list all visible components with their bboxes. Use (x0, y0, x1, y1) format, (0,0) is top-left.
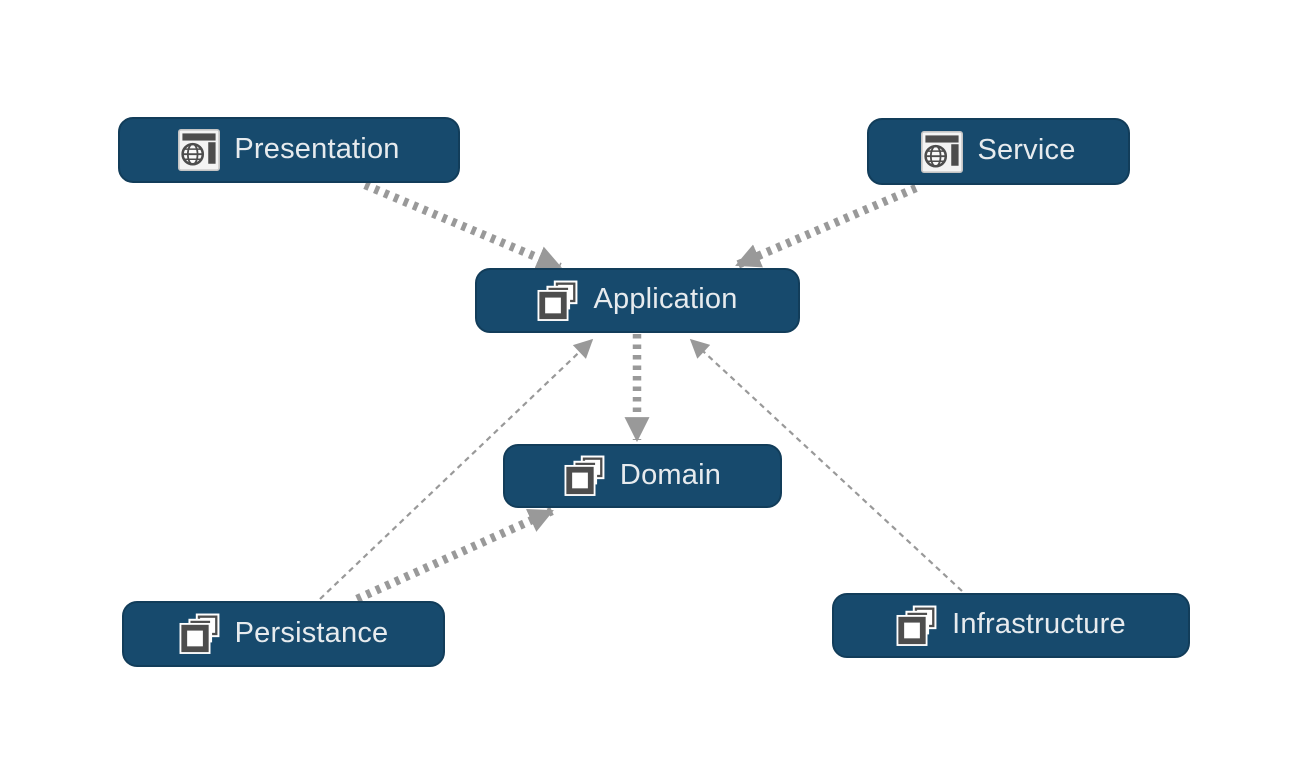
node-label-persistance: Persistance (234, 616, 389, 649)
node-label-service: Service (977, 134, 1076, 166)
node-application[interactable]: Application (475, 268, 800, 333)
layers-icon (537, 280, 579, 322)
edge-infrastructure-to-application[interactable] (689, 338, 963, 592)
layers-icon (896, 605, 938, 647)
edge-persistance-to-application[interactable] (319, 338, 594, 600)
edge-service-to-application[interactable] (735, 184, 918, 269)
web-application-icon (921, 130, 964, 173)
node-label-infrastructure: Infrastructure (952, 608, 1126, 640)
node-infrastructure[interactable]: Infrastructure (832, 593, 1190, 658)
edge-presentation-to-application[interactable] (363, 181, 562, 271)
node-service[interactable]: Service (867, 118, 1130, 185)
web-application-icon (178, 129, 221, 171)
node-label-application: Application (593, 283, 738, 315)
node-presentation[interactable]: Presentation (118, 117, 460, 183)
layers-icon (564, 455, 606, 497)
layers-icon (179, 613, 221, 655)
node-domain[interactable]: Domain (503, 444, 782, 508)
edge-persistance-to-domain[interactable] (355, 507, 554, 603)
node-persistance[interactable]: Persistance (122, 601, 445, 667)
node-label-domain: Domain (619, 458, 722, 491)
node-label-presentation: Presentation (234, 132, 400, 165)
